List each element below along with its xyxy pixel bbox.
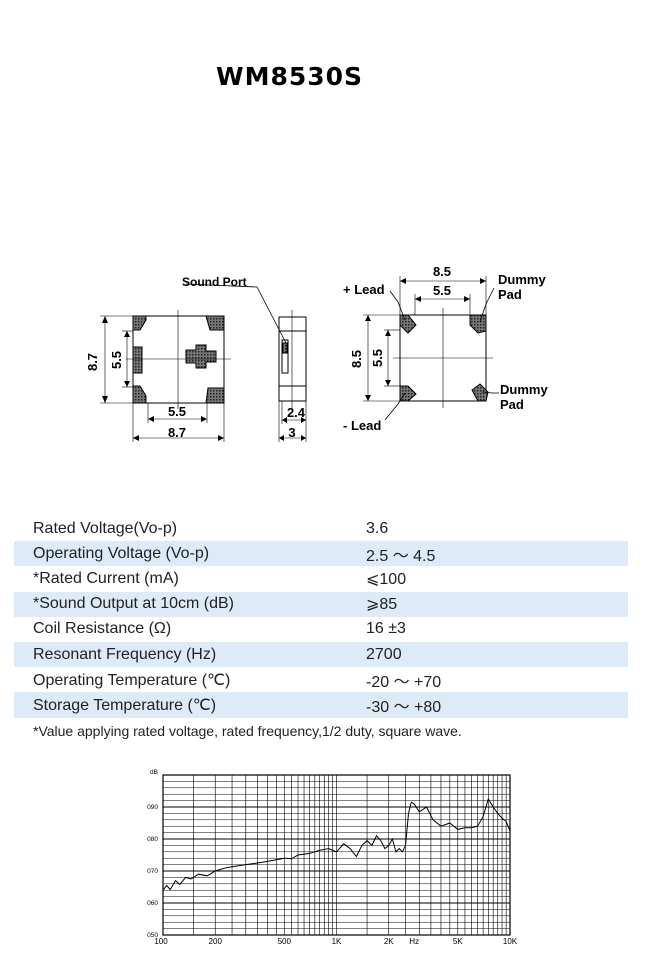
front-arrows <box>102 316 224 441</box>
front-height-inner: 5.5 <box>109 351 124 369</box>
spec-value: 3.6 <box>366 519 389 537</box>
spec-label: Rated Voltage(Vo-p) <box>33 519 178 537</box>
x-tick-label: 100 <box>154 937 168 946</box>
sound-port-label: Sound Port <box>182 275 247 289</box>
spec-row: Operating Temperature (℃) -20 ～ +70 <box>14 667 628 692</box>
spec-value: 2700 <box>366 641 628 668</box>
front-view <box>100 310 231 442</box>
spec-value: ⩽100 <box>366 570 407 588</box>
y-axis-unit: dB <box>150 769 158 776</box>
side-inner-dim: 2.4 <box>287 405 306 420</box>
side-arrows <box>279 417 306 441</box>
y-tick-label: 050 <box>147 932 158 939</box>
spec-row: Rated Voltage(Vo-p) 3.6 <box>14 516 628 541</box>
spec-table: Rated Voltage(Vo-p) 3.6 Operating Voltage… <box>14 516 628 718</box>
x-tick-label: 500 <box>278 937 292 946</box>
spec-value: 2.5 ～ 4.5 <box>366 541 628 567</box>
frequency-response-chart: 060 070 080 090 050 dB 100 200 500 1K 2K Hz 5K 10K <box>147 769 518 946</box>
spec-label: Storage Temperature (℃) <box>14 692 366 718</box>
footnote: *Value applying rated voltage, rated fre… <box>33 723 462 739</box>
dummy-pad-bottom-line1: Dummy <box>500 382 548 397</box>
back-height-outer: 8.5 <box>349 350 364 368</box>
y-tick-label: 070 <box>147 868 158 875</box>
spec-label: Operating Temperature (℃) <box>33 671 231 689</box>
side-outer-dim: 3 <box>288 425 295 440</box>
x-tick-label: 2K <box>384 937 394 946</box>
spec-label: Coil Resistance (Ω) <box>33 620 172 638</box>
spec-label: *Rated Current (mA) <box>33 569 179 587</box>
minus-lead-label: - Lead <box>343 418 381 433</box>
x-tick-label: 200 <box>209 937 223 946</box>
back-view <box>363 276 499 421</box>
y-tick-label: 080 <box>147 836 158 843</box>
product-title: WM8530S <box>216 62 364 91</box>
dummy-pad-top-line1: Dummy <box>498 272 546 287</box>
spec-row: Resonant Frequency (Hz)2700 <box>14 641 628 668</box>
front-height-outer: 8.7 <box>85 353 100 371</box>
spec-value: 16 ±3 <box>366 620 406 638</box>
spec-row: Coil Resistance (Ω) 16 ±3 <box>14 617 628 642</box>
plus-lead-label: + Lead <box>343 282 385 297</box>
x-tick-label: Hz <box>409 937 419 946</box>
y-tick-label: 090 <box>147 804 158 811</box>
dummy-pad-bottom-line2: Pad <box>500 397 524 412</box>
spec-value: -30 ～ +80 <box>366 692 628 718</box>
dimension-drawing: 8.7 5.5 5.5 8.7 Sound Port 2.4 3 <box>85 264 548 442</box>
spec-label: Resonant Frequency (Hz) <box>14 641 366 668</box>
side-view <box>185 283 307 442</box>
back-width-inner: 5.5 <box>433 283 451 298</box>
front-width-inner: 5.5 <box>168 404 186 419</box>
spec-row: *Rated Current (mA) ⩽100 <box>14 566 628 591</box>
spec-value: -20 ～ +70 <box>366 673 442 691</box>
back-arrows <box>365 278 486 401</box>
back-height-inner: 5.5 <box>370 349 385 367</box>
x-tick-label: 5K <box>453 937 463 946</box>
back-width-outer: 8.5 <box>433 264 451 279</box>
x-tick-label: 1K <box>332 937 342 946</box>
spec-label: *Sound Output at 10cm (dB) <box>14 591 366 617</box>
x-tick-label: 10K <box>503 937 518 946</box>
y-tick-label: 060 <box>147 900 158 907</box>
response-curve <box>162 797 511 891</box>
spec-row: Storage Temperature (℃)-30 ～ +80 <box>14 692 628 718</box>
dummy-pad-top-line2: Pad <box>498 287 522 302</box>
spec-row: *Sound Output at 10cm (dB)⩾85 <box>14 591 628 617</box>
spec-value: ⩾85 <box>366 591 628 617</box>
spec-row: Operating Voltage (Vo-p)2.5 ～ 4.5 <box>14 541 628 567</box>
spec-label: Operating Voltage (Vo-p) <box>14 541 366 567</box>
front-width-outer: 8.7 <box>168 425 186 440</box>
